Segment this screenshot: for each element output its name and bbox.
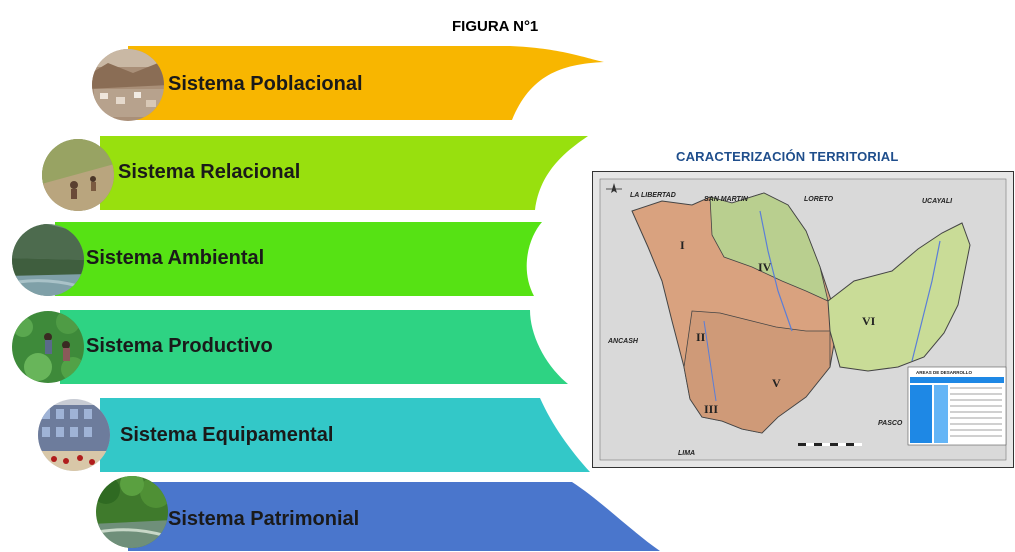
map-legend: AREAS DE DESARROLLO — [907, 366, 1007, 446]
label-poblacional: Sistema Poblacional — [168, 73, 363, 95]
photo-equipamental-icon — [38, 399, 110, 471]
compass-icon — [606, 183, 622, 193]
neighbor-label: SAN MARTIN — [704, 196, 749, 203]
zone-label: III — [704, 402, 718, 416]
photo-patrimonial-icon — [96, 476, 168, 548]
photo-productivo-icon — [12, 311, 84, 383]
label-patrimonial: Sistema Patrimonial — [168, 508, 360, 530]
zone-label: VI — [862, 314, 876, 328]
neighbor-label: UCAYALI — [922, 198, 953, 205]
map-title: CARACTERIZACIÓN TERRITORIAL — [676, 149, 899, 164]
neighbor-label: ANCASH — [607, 338, 639, 345]
neighbor-label: LA LIBERTAD — [630, 192, 676, 199]
photo-poblacional-icon — [92, 49, 164, 121]
neighbor-label: PASCO — [878, 420, 903, 427]
zone-label: IV — [758, 260, 772, 274]
photo-relacional-icon — [42, 139, 114, 211]
label-ambiental: Sistema Ambiental — [86, 247, 265, 269]
figure-title: FIGURA N°1 — [452, 18, 539, 35]
neighbor-label: LORETO — [804, 196, 834, 203]
territorial-map: I II III IV V VI LA LIBERTAD SAN MARTIN … — [592, 171, 1014, 468]
label-productivo: Sistema Productivo — [86, 335, 273, 357]
scale-bar — [798, 443, 862, 446]
label-relacional: Sistema Relacional — [118, 161, 301, 183]
zone-label: II — [696, 330, 706, 344]
photo-ambiental-icon — [12, 224, 84, 296]
zone-label: V — [772, 376, 781, 390]
legend-title: AREAS DE DESARROLLO — [916, 370, 973, 375]
neighbor-label: LIMA — [678, 450, 695, 457]
label-equipamental: Sistema Equipamental — [120, 424, 334, 446]
zone-label: I — [680, 238, 685, 252]
